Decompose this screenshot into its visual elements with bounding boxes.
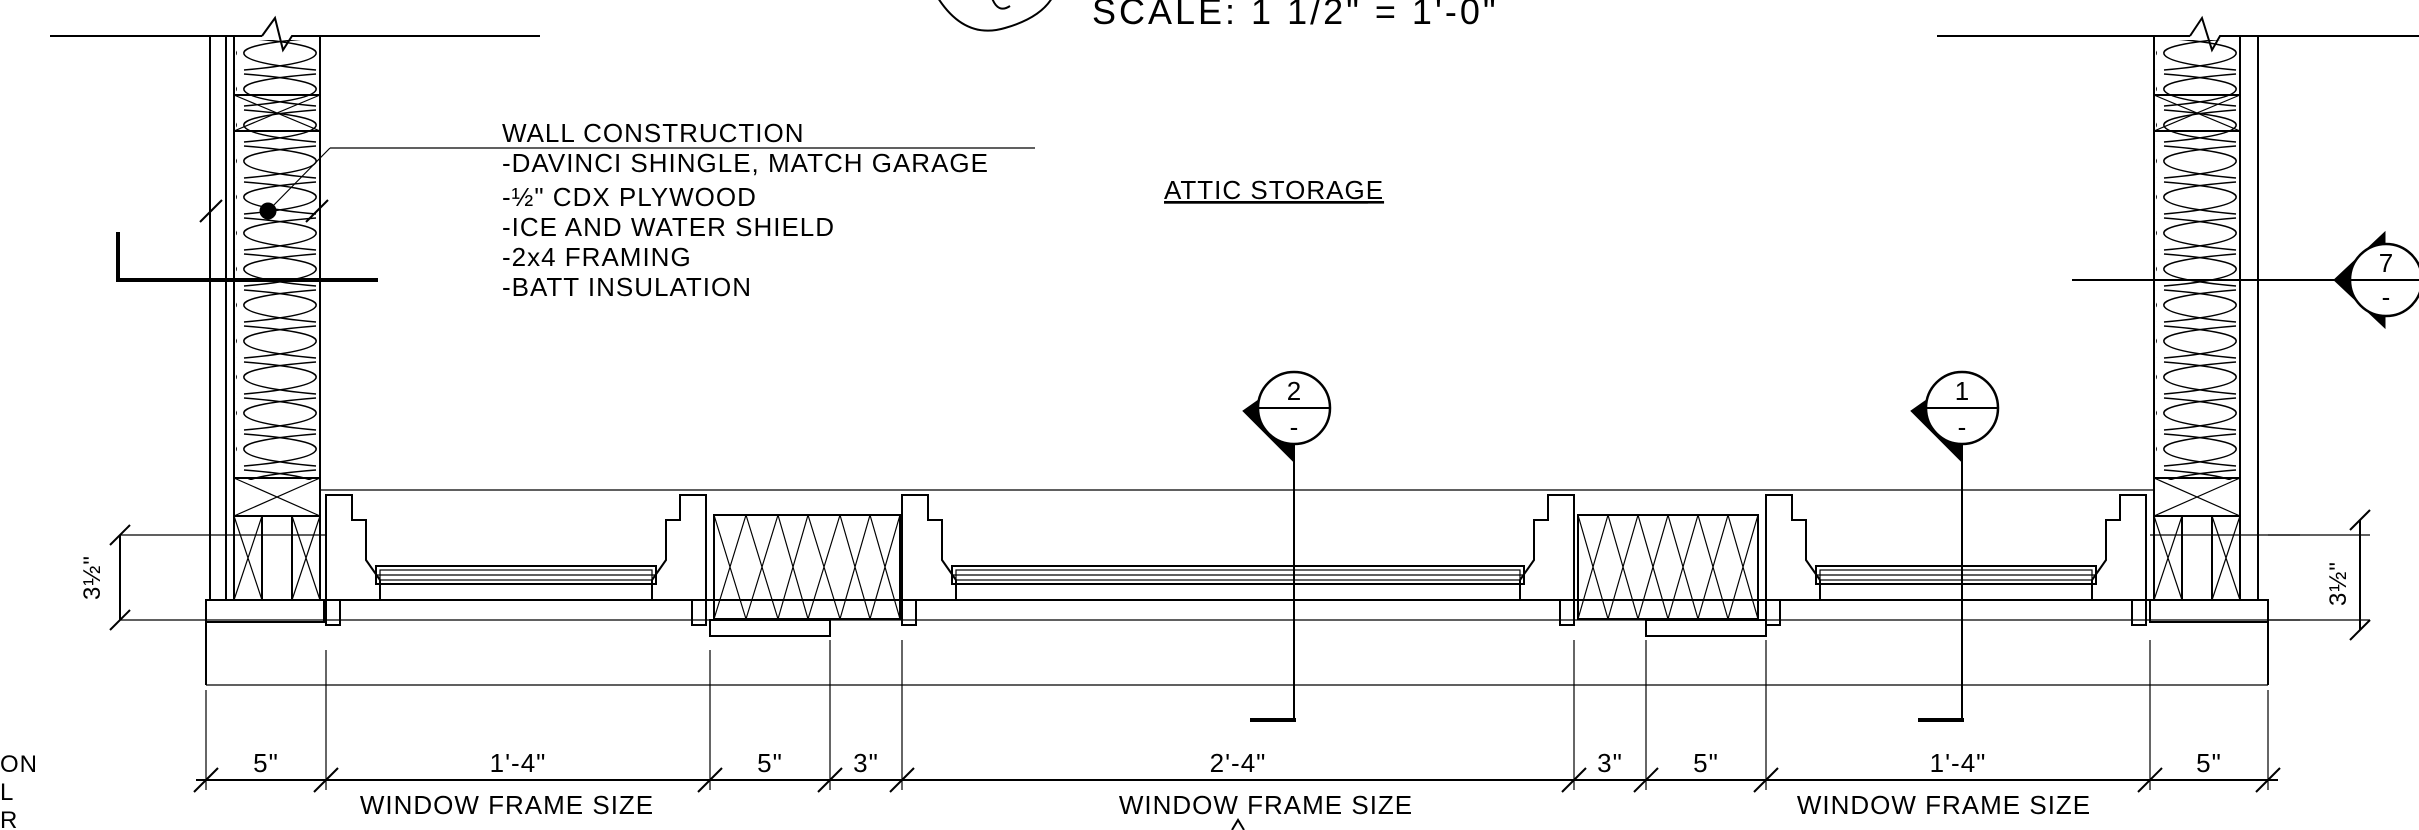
section-marker-1: 1 -	[1910, 370, 2000, 722]
dimension-label: 5"	[1693, 748, 1719, 778]
dimension-label: 3"	[853, 748, 879, 778]
marker-sheet: -	[2382, 282, 2391, 312]
side-dim-left-label: 3½"	[79, 555, 106, 600]
marker-number: 7	[2379, 248, 2393, 278]
left-wall	[50, 15, 1035, 623]
detail-title-block: SCALE: 1 1/2" = 1'-0"	[938, 0, 1499, 32]
window-frame-1	[325, 494, 707, 626]
batt-insulation	[236, 40, 318, 480]
frame-size-label: WINDOW FRAME SIZE	[1797, 790, 2091, 820]
dimension-label: 5"	[757, 748, 783, 778]
window-assembly	[205, 489, 2300, 686]
window-frame-3	[1765, 494, 2147, 626]
frame-size-label: WINDOW FRAME SIZE	[360, 790, 654, 820]
dimension-label: 1'-4"	[490, 748, 547, 778]
batt-insulation-right	[2156, 40, 2238, 480]
dimension-label: 1'-4"	[1930, 748, 1987, 778]
wall-construction-item: -DAVINCI SHINGLE, MATCH GARAGE	[502, 148, 989, 178]
edge-fragment-text: ON L R	[0, 751, 38, 830]
dimension-label: 2'-4"	[1210, 748, 1267, 778]
dimension-label: 3"	[1597, 748, 1623, 778]
window-frame-2	[901, 494, 1575, 626]
wall-construction-item: -ICE AND WATER SHIELD	[502, 212, 835, 242]
scale-note: SCALE: 1 1/2" = 1'-0"	[1092, 0, 1499, 32]
dimension-label: 5"	[253, 748, 279, 778]
side-dim-right-label: 3½"	[2325, 561, 2352, 606]
dimension-string: 5" 1'-4" 5" 3" 2'-4" 3" 5" 1'-4" 5" WIND…	[193, 640, 2281, 830]
marker-number: 1	[1955, 376, 1969, 406]
right-wall	[1937, 15, 2419, 623]
marker-sheet: -	[1958, 412, 1967, 442]
blocking	[233, 94, 321, 132]
mullion-block-2	[1577, 514, 1759, 620]
section-marker-2: 2 -	[1242, 370, 1332, 722]
side-dimension-left: 3½"	[79, 524, 206, 631]
edge-fragment: R	[0, 807, 18, 830]
wall-construction-item: -BATT INSULATION	[502, 272, 752, 302]
marker-sheet: -	[1290, 412, 1299, 442]
wall-construction-title: WALL CONSTRUCTION	[502, 118, 805, 148]
wall-construction-item: -½" CDX PLYWOOD	[502, 182, 757, 212]
side-dimension-right: 3½"	[2268, 509, 2371, 641]
wall-construction-item: -2x4 FRAMING	[502, 242, 692, 272]
dimension-label: 5"	[2196, 748, 2222, 778]
marker-number: 2	[1287, 376, 1301, 406]
edge-fragment: L	[0, 779, 14, 806]
mullion-block-1	[713, 514, 901, 620]
room-label: ATTIC STORAGE	[1164, 175, 1384, 205]
edge-fragment: ON	[0, 751, 38, 778]
frame-size-label: WINDOW FRAME SIZE	[1119, 790, 1413, 820]
section-marker-7: 7 -	[2333, 230, 2419, 330]
wall-construction-note: WALL CONSTRUCTION -DAVINCI SHINGLE, MATC…	[502, 118, 989, 302]
